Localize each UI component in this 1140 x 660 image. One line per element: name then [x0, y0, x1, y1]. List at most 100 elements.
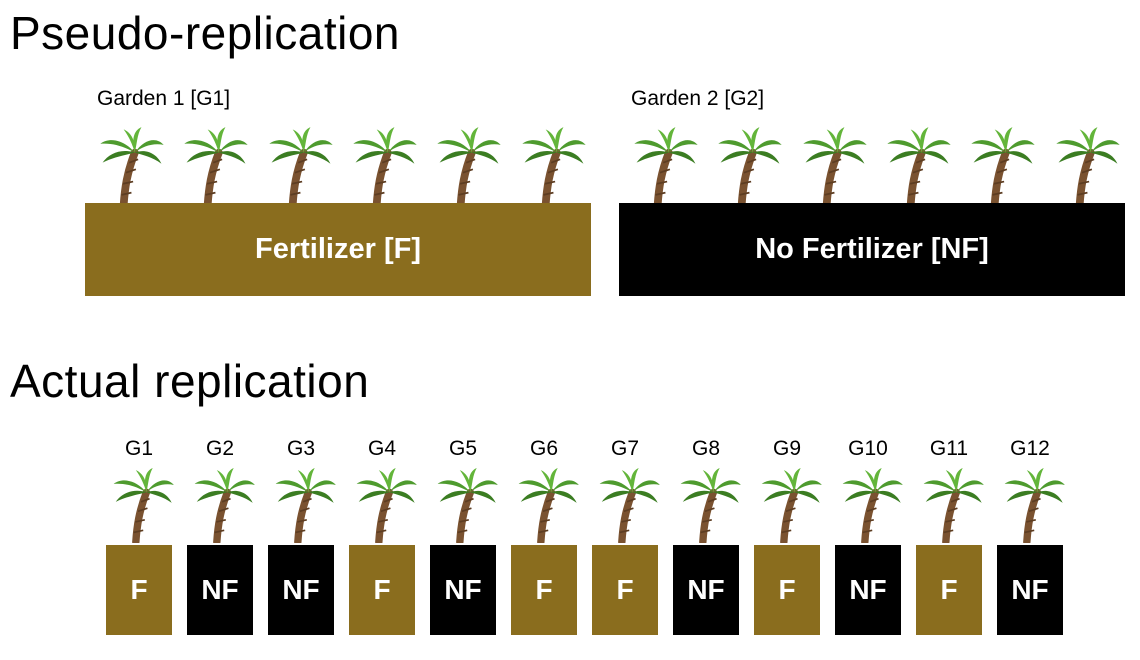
- replicate-column: G11 F: [916, 437, 982, 636]
- treatment-label: Fertilizer [F]: [255, 233, 421, 266]
- palm-tree-icon: [749, 467, 825, 543]
- pseudo-replication-title: Pseudo-replication: [10, 7, 401, 59]
- treatment-label: NF: [849, 574, 887, 606]
- palm-tree-icon: [344, 467, 420, 543]
- pseudo-gardens: Garden 1 [G1] Fertilizer [F] Garden 2 [G…: [85, 87, 1140, 297]
- treatment-label: F: [373, 574, 391, 606]
- tree-slot: [263, 467, 339, 545]
- replicate-column: G7 F: [592, 437, 658, 636]
- palm-tree-icon: [1043, 126, 1123, 206]
- tree-slot: [425, 467, 501, 545]
- palm-tree-icon: [621, 126, 701, 206]
- tree-row: [85, 115, 591, 203]
- actual-replication-title: Actual replication: [10, 355, 370, 408]
- tree-row: [619, 115, 1125, 203]
- tree-slot: [992, 467, 1068, 545]
- treatment-plot: F: [349, 545, 415, 636]
- treatment-label: NF: [201, 574, 239, 606]
- treatment-plot: F: [511, 545, 577, 636]
- replicate-column: G8 NF: [673, 437, 739, 636]
- treatment-label: F: [130, 574, 148, 606]
- treatment-plot: NF: [835, 545, 901, 636]
- treatment-plot: Fertilizer [F]: [85, 203, 591, 297]
- tree-slot: [749, 467, 825, 545]
- palm-tree-icon: [340, 126, 420, 206]
- palm-tree-icon: [705, 126, 785, 206]
- garden-id-label: G11: [929, 437, 969, 461]
- palm-tree-icon: [992, 467, 1068, 543]
- replicate-column: G9 F: [754, 437, 820, 636]
- replicate-column: G1 F: [106, 437, 172, 636]
- palm-tree-icon: [830, 467, 906, 543]
- palm-tree-icon: [425, 467, 501, 543]
- actual-replication-section: Actual replication G1 F G2 NF G3 NF G4 F…: [0, 354, 1140, 636]
- treatment-plot: F: [106, 545, 172, 636]
- tree-slot: [182, 467, 258, 545]
- garden-id-label: G9: [772, 437, 801, 461]
- treatment-plot: NF: [187, 545, 253, 636]
- garden-id-label: G10: [848, 437, 888, 461]
- palm-tree-icon: [668, 467, 744, 543]
- treatment-plot: NF: [268, 545, 334, 636]
- treatment-label: NF: [444, 574, 482, 606]
- treatment-plot: NF: [430, 545, 496, 636]
- garden-id-label: G5: [448, 437, 477, 461]
- treatment-plot: F: [916, 545, 982, 636]
- treatment-plot: F: [592, 545, 658, 636]
- tree-slot: [830, 467, 906, 545]
- replicate-column: G12 NF: [997, 437, 1063, 636]
- treatment-plot: NF: [673, 545, 739, 636]
- treatment-label: F: [616, 574, 634, 606]
- palm-tree-icon: [182, 467, 258, 543]
- treatment-label: F: [535, 574, 553, 606]
- garden-block: Garden 2 [G2] No Fertilizer [NF]: [619, 87, 1125, 297]
- palm-tree-icon: [263, 467, 339, 543]
- garden-id-label: G3: [286, 437, 315, 461]
- garden-block: Garden 1 [G1] Fertilizer [F]: [85, 87, 591, 297]
- garden-id-label: G1: [124, 437, 153, 461]
- replicate-column: G10 NF: [835, 437, 901, 636]
- replicate-column: G6 F: [511, 437, 577, 636]
- garden-id-label: G2: [205, 437, 234, 461]
- treatment-label: NF: [282, 574, 320, 606]
- garden-id-label: G12: [1010, 437, 1050, 461]
- garden-id-label: G4: [367, 437, 396, 461]
- garden-id-label: G7: [610, 437, 639, 461]
- tree-slot: [668, 467, 744, 545]
- pseudo-replication-section: Pseudo-replication Garden 1 [G1] Fertili…: [0, 6, 1140, 297]
- tree-slot: [506, 467, 582, 545]
- palm-tree-icon: [87, 126, 167, 206]
- replicate-column: G5 NF: [430, 437, 496, 636]
- palm-tree-icon: [874, 126, 954, 206]
- treatment-label: F: [778, 574, 796, 606]
- garden-id-label: G8: [691, 437, 720, 461]
- replicate-column: G2 NF: [187, 437, 253, 636]
- garden-label: Garden 2 [G2]: [631, 87, 765, 111]
- palm-tree-icon: [424, 126, 504, 206]
- palm-tree-icon: [958, 126, 1038, 206]
- tree-slot: [344, 467, 420, 545]
- treatment-label: NF: [1011, 574, 1049, 606]
- replicate-column: G4 F: [349, 437, 415, 636]
- treatment-label: No Fertilizer [NF]: [755, 233, 989, 266]
- tree-slot: [911, 467, 987, 545]
- palm-tree-icon: [171, 126, 251, 206]
- palm-tree-icon: [509, 126, 589, 206]
- garden-id-label: G6: [529, 437, 558, 461]
- treatment-plot: NF: [997, 545, 1063, 636]
- palm-tree-icon: [101, 467, 177, 543]
- treatment-label: F: [940, 574, 958, 606]
- treatment-plot: No Fertilizer [NF]: [619, 203, 1125, 297]
- actual-columns: G1 F G2 NF G3 NF G4 F G5 NF G6: [106, 437, 1140, 636]
- palm-tree-icon: [911, 467, 987, 543]
- palm-tree-icon: [587, 467, 663, 543]
- palm-tree-icon: [256, 126, 336, 206]
- treatment-plot: F: [754, 545, 820, 636]
- tree-slot: [101, 467, 177, 545]
- replicate-column: G3 NF: [268, 437, 334, 636]
- garden-label: Garden 1 [G1]: [97, 87, 231, 111]
- palm-tree-icon: [790, 126, 870, 206]
- tree-slot: [587, 467, 663, 545]
- palm-tree-icon: [506, 467, 582, 543]
